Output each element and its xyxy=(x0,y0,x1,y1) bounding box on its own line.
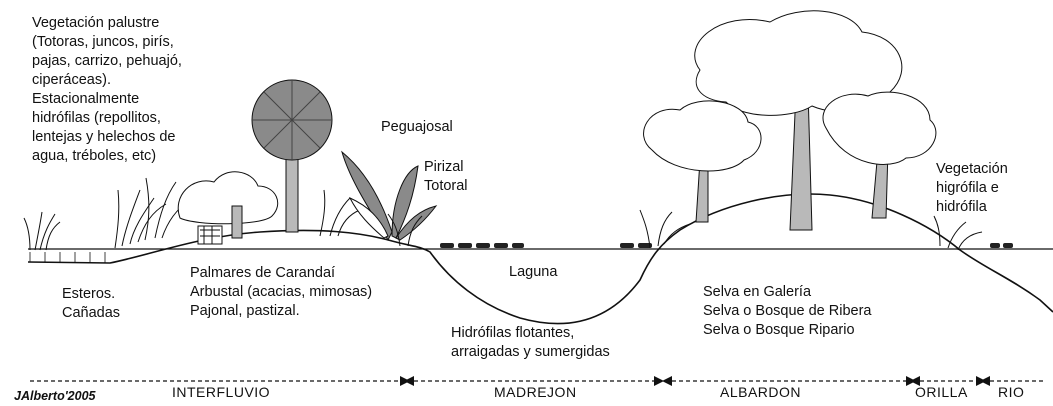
peguajosal-plant xyxy=(342,152,436,240)
label-peguajosal: Peguajosal xyxy=(381,118,453,137)
author-signature: JAlberto'2005 xyxy=(14,389,95,403)
zone-rio: RIO xyxy=(998,384,1024,400)
zone-albardon: ALBARDON xyxy=(720,384,801,400)
label-vegetacion-higrofila: Vegetación higrófila e hidrófila xyxy=(936,160,1008,217)
label-esteros-canadas: Esteros. Cañadas xyxy=(62,285,120,323)
label-selva-galeria: Selva en Galería Selva o Bosque de Riber… xyxy=(703,283,871,340)
label-vegetacion-palustre: Vegetación palustre (Totoras, juncos, pi… xyxy=(32,14,182,166)
zone-interfluvio: INTERFLUVIO xyxy=(172,384,270,400)
zone-madrejon: MADREJON xyxy=(494,384,577,400)
label-hidrofilas: Hidrófilas flotantes, arraigadas y sumer… xyxy=(451,324,610,362)
forest-trees xyxy=(644,11,936,230)
floating-plants xyxy=(440,243,1013,248)
label-pirizal-totoral: Pirizal Totoral xyxy=(424,158,468,196)
estero-water xyxy=(30,252,105,263)
zone-orilla: ORILLA xyxy=(915,384,968,400)
label-laguna: Laguna xyxy=(509,263,557,282)
shrubs xyxy=(178,172,278,244)
label-palmares: Palmares de Carandaí Arbustal (acacias, … xyxy=(190,264,372,321)
